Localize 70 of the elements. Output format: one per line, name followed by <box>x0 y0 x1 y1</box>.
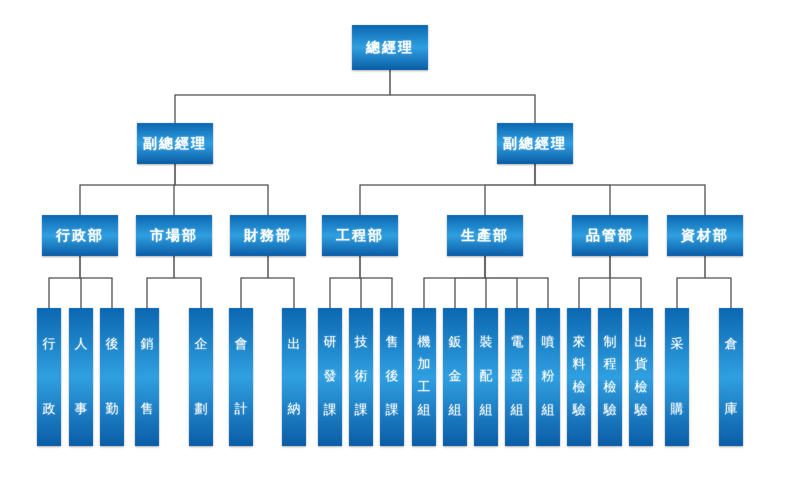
org-label: 售後課 <box>386 334 398 420</box>
org-label: 噴粉組 <box>542 334 554 420</box>
org-label: 采購 <box>670 336 684 419</box>
org-label: 鈑金組 <box>448 334 462 420</box>
org-box <box>665 308 689 446</box>
org-label: 裝配組 <box>480 334 492 420</box>
org-label: 銷售 <box>140 336 154 419</box>
org-box <box>318 308 342 446</box>
connector-line <box>79 256 113 308</box>
connector-line <box>389 70 536 123</box>
org-box <box>567 308 591 446</box>
org-box <box>349 308 373 446</box>
org-box <box>572 215 648 256</box>
org-box <box>322 215 398 256</box>
org-label: 企劃 <box>194 336 208 419</box>
org-box <box>189 308 213 446</box>
org-label: 品管部 <box>586 226 634 244</box>
connector-line <box>704 256 732 308</box>
org-box <box>229 308 253 446</box>
org-label: 制程檢驗 <box>604 334 616 420</box>
org-label: 行政部 <box>56 226 104 244</box>
org-label: 研發課 <box>324 334 336 420</box>
org-box <box>447 215 523 256</box>
org-label: 技術課 <box>354 334 368 420</box>
org-label: 財務部 <box>244 226 292 244</box>
org-label: 電器組 <box>510 334 524 420</box>
org-label: 資材部 <box>681 226 729 244</box>
org-box <box>352 25 428 70</box>
org-box <box>135 308 159 446</box>
org-box <box>282 308 306 446</box>
org-label: 市場部 <box>150 226 198 244</box>
org-label: 副總經理 <box>143 134 207 152</box>
org-box <box>37 308 61 446</box>
org-label: 人事 <box>74 336 88 419</box>
connector-line <box>484 256 549 308</box>
org-box <box>69 308 93 446</box>
org-box <box>497 123 573 164</box>
connector-line <box>174 164 269 215</box>
org-box <box>719 308 743 446</box>
org-box <box>42 215 118 256</box>
connector-line <box>534 164 706 215</box>
org-label: 總經理 <box>366 38 414 56</box>
org-label: 副總經理 <box>503 134 567 152</box>
org-label: 行政 <box>42 336 56 419</box>
org-box <box>536 308 560 446</box>
org-box <box>474 308 498 446</box>
org-label: 機加工組 <box>418 334 430 420</box>
org-box <box>667 215 743 256</box>
org-label: 出貨檢驗 <box>634 334 648 420</box>
org-label: 出納 <box>288 336 300 419</box>
org-box <box>598 308 622 446</box>
org-box <box>505 308 529 446</box>
org-box <box>380 308 404 446</box>
connector-line <box>267 256 295 308</box>
org-label: 生產部 <box>461 226 509 244</box>
org-label: 會計 <box>234 336 248 419</box>
connector-line <box>359 256 393 308</box>
org-label: 後勤 <box>106 336 118 419</box>
org-box <box>443 308 467 446</box>
org-label: 工程部 <box>336 226 384 244</box>
org-box <box>137 123 213 164</box>
org-box <box>629 308 653 446</box>
org-box <box>412 308 436 446</box>
org-label: 倉庫 <box>724 336 738 419</box>
connector-line <box>609 256 642 308</box>
connector-line <box>173 256 202 308</box>
org-label: 來料檢驗 <box>572 334 586 420</box>
org-box <box>136 215 212 256</box>
org-box <box>100 308 124 446</box>
org-box <box>230 215 306 256</box>
